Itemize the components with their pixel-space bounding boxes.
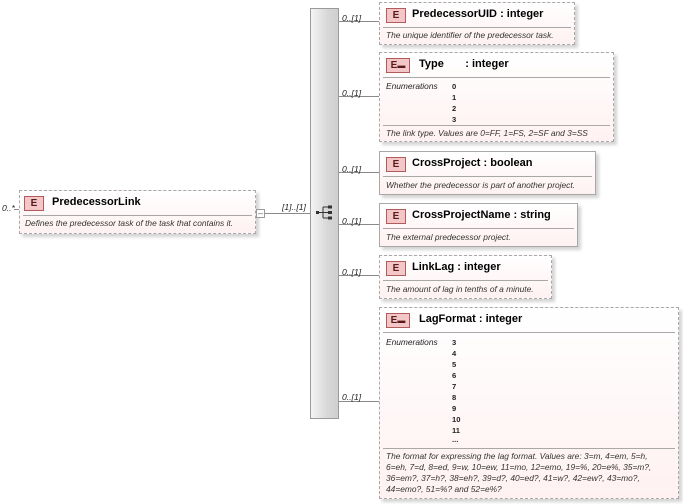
element-box-lagformat[interactable]: E▬ LagFormat : integer Enumerations 3 4 … bbox=[379, 307, 679, 499]
element-name: PredecessorUID : integer bbox=[412, 8, 544, 20]
element-description: Whether the predecessor is part of anoth… bbox=[386, 180, 576, 190]
element-box-crossprojectname[interactable]: E CrossProjectName : string The external… bbox=[379, 203, 578, 247]
element-description-line: 44=emo?, 51=%? and 52=e%? bbox=[386, 484, 502, 494]
child-connector bbox=[339, 21, 379, 22]
root-connector bbox=[14, 209, 20, 210]
child-cardinality: 0..[1] bbox=[342, 13, 362, 23]
element-description-line: The format for expressing the lag format… bbox=[386, 451, 648, 461]
element-description-line: 6=eh, 7=d, 8=ed, 9=w, 10=ew, 11=mo, 12=e… bbox=[386, 462, 652, 472]
root-element-name: PredecessorLink bbox=[52, 196, 141, 208]
element-badge: E▬ bbox=[386, 313, 410, 328]
element-name: LinkLag : integer bbox=[412, 261, 501, 273]
divider bbox=[383, 77, 610, 78]
child-cardinality: 0..[1] bbox=[342, 164, 362, 174]
enumerations-label: Enumerations bbox=[386, 81, 438, 91]
enum-value: 11 bbox=[452, 426, 461, 435]
element-description: The amount of lag in tenths of a minute. bbox=[386, 284, 534, 294]
enum-value: 6 bbox=[452, 371, 457, 380]
enumerations-label: Enumerations bbox=[386, 337, 438, 347]
enum-value: 3 bbox=[452, 115, 457, 124]
element-name: CrossProjectName : string bbox=[412, 209, 551, 221]
enum-value: 0 bbox=[452, 82, 457, 91]
element-name: Type : integer bbox=[419, 58, 509, 70]
divider bbox=[383, 125, 610, 126]
element-badge: E bbox=[386, 157, 406, 172]
child-cardinality: 0..[1] bbox=[342, 392, 362, 402]
element-description-line: 36=em?, 37=h?, 38=eh?, 39=d?, 40=ed?, 41… bbox=[386, 473, 640, 483]
divider bbox=[383, 27, 571, 28]
child-cardinality: 0..[1] bbox=[342, 216, 362, 226]
child-cardinality: 0..[1] bbox=[342, 88, 362, 98]
child-connector bbox=[339, 224, 379, 225]
element-badge: E bbox=[386, 261, 406, 276]
enum-value: 9 bbox=[452, 404, 457, 413]
element-description: The link type. Values are 0=FF, 1=FS, 2=… bbox=[386, 128, 588, 138]
element-box-crossproject[interactable]: E CrossProject : boolean Whether the pre… bbox=[379, 151, 596, 195]
element-badge: E bbox=[24, 196, 44, 211]
sequence-icon bbox=[316, 205, 332, 220]
divider bbox=[383, 280, 548, 281]
element-badge: E bbox=[386, 209, 406, 224]
element-name: LagFormat : integer bbox=[419, 313, 523, 325]
root-cardinality: 0..* bbox=[2, 203, 15, 213]
element-box-linklag[interactable]: E LinkLag : integer The amount of lag in… bbox=[379, 255, 552, 299]
enum-value: 7 bbox=[452, 382, 457, 391]
enum-value: 1 bbox=[452, 93, 457, 102]
enum-value: 5 bbox=[452, 360, 457, 369]
divider bbox=[383, 448, 675, 449]
divider bbox=[383, 228, 574, 229]
element-description: The unique identifier of the predecessor… bbox=[386, 30, 554, 40]
enum-value: ... bbox=[452, 435, 459, 444]
child-connector bbox=[339, 401, 379, 402]
enum-value: 3 bbox=[452, 338, 457, 347]
divider bbox=[23, 215, 252, 216]
divider bbox=[383, 176, 592, 177]
element-badge: E bbox=[386, 8, 406, 23]
child-connector bbox=[339, 96, 379, 97]
enum-value: 8 bbox=[452, 393, 457, 402]
enum-value: 2 bbox=[452, 104, 457, 113]
sequence-connector bbox=[265, 213, 310, 214]
sequence-compositor[interactable] bbox=[310, 8, 339, 419]
element-description: The external predecessor project. bbox=[386, 232, 511, 242]
root-element-description: Defines the predecessor task of the task… bbox=[25, 218, 234, 228]
collapse-toggle[interactable]: – bbox=[256, 208, 265, 218]
divider bbox=[383, 332, 675, 333]
sequence-cardinality: [1]..[1] bbox=[282, 202, 306, 212]
element-box-type[interactable]: E▬ Type : integer Enumerations 0 1 2 3 T… bbox=[379, 52, 614, 142]
root-element-box[interactable]: E PredecessorLink Defines the predecesso… bbox=[19, 190, 256, 234]
element-badge: E▬ bbox=[386, 58, 410, 73]
element-box-predecessoruid[interactable]: E PredecessorUID : integer The unique id… bbox=[379, 2, 575, 45]
child-connector bbox=[339, 172, 379, 173]
child-cardinality: 0..[1] bbox=[342, 267, 362, 277]
child-connector bbox=[339, 275, 379, 276]
element-name: CrossProject : boolean bbox=[412, 157, 533, 169]
enum-value: 4 bbox=[452, 349, 457, 358]
enum-value: 10 bbox=[452, 415, 461, 424]
